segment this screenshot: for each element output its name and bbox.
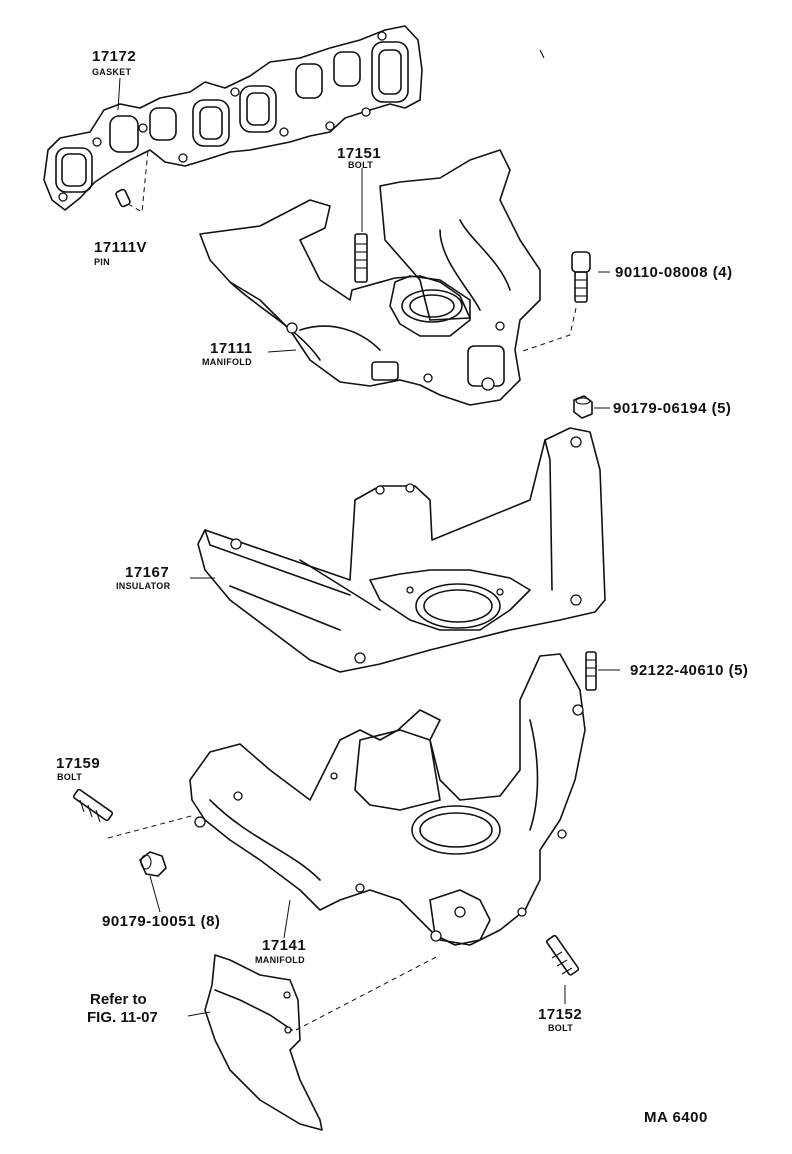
nut-lower-drawing bbox=[139, 851, 167, 877]
nut-upper-number: 90179-06194 (5) bbox=[613, 400, 731, 417]
lower-bolt-left-leader bbox=[107, 814, 196, 839]
upper-bolts-leader bbox=[519, 307, 577, 353]
upper-bolt-number: 17151 bbox=[337, 145, 381, 162]
lower-manifold-name: MANIFOLD bbox=[255, 955, 305, 965]
reference-line2: FIG. 11-07 bbox=[87, 1009, 158, 1026]
nut-lower-number: 90179-10051 (8) bbox=[102, 913, 220, 930]
upper-bolts-drawing bbox=[571, 251, 591, 303]
insulator-number: 17167 bbox=[125, 564, 169, 581]
insulator-name: INSULATOR bbox=[116, 581, 171, 591]
heat-shield-leader bbox=[295, 954, 441, 1031]
figure-code: MA 6400 bbox=[644, 1109, 708, 1126]
lower-bolt-right-drawing bbox=[546, 934, 580, 976]
lower-manifold-drawing bbox=[189, 653, 586, 946]
upper-manifold-name: MANIFOLD bbox=[202, 357, 252, 367]
upper-bolt-name: BOLT bbox=[348, 160, 373, 170]
lower-bolt-left-name: BOLT bbox=[57, 772, 82, 782]
lower-bolt-left-number: 17159 bbox=[56, 755, 100, 772]
lower-bolt-right-name: BOLT bbox=[548, 1023, 573, 1033]
insulator-drawing bbox=[197, 427, 606, 673]
gasket-drawing bbox=[43, 25, 423, 211]
leader-lines bbox=[117, 77, 620, 1017]
nut-upper-drawing bbox=[573, 395, 593, 419]
reference-line1: Refer to bbox=[90, 991, 147, 1008]
upper-manifold-number: 17111 bbox=[210, 340, 253, 357]
upper-manifold-drawing bbox=[199, 149, 541, 406]
gasket-name: GASKET bbox=[92, 67, 132, 77]
upper-bolts-number: 90110-08008 (4) bbox=[615, 264, 733, 281]
upper-bolt-drawing bbox=[354, 233, 368, 283]
pin-leader bbox=[127, 149, 149, 213]
stud-number: 92122-40610 (5) bbox=[630, 662, 748, 679]
gasket-number: 17172 bbox=[92, 48, 136, 65]
heat-shield-drawing bbox=[204, 954, 323, 1131]
pin-name: PIN bbox=[94, 257, 110, 267]
lower-bolt-left-drawing bbox=[72, 788, 114, 823]
stud-drawing bbox=[585, 651, 597, 691]
lower-bolt-right-number: 17152 bbox=[538, 1006, 582, 1023]
lower-manifold-number: 17141 bbox=[262, 937, 306, 954]
scan-mark bbox=[539, 49, 545, 59]
pin-number: 17111V bbox=[94, 239, 147, 256]
labels: 17172 GASKET 17151 BOLT 17111V PIN 17111… bbox=[56, 48, 748, 1126]
pin-drawing bbox=[115, 188, 131, 208]
